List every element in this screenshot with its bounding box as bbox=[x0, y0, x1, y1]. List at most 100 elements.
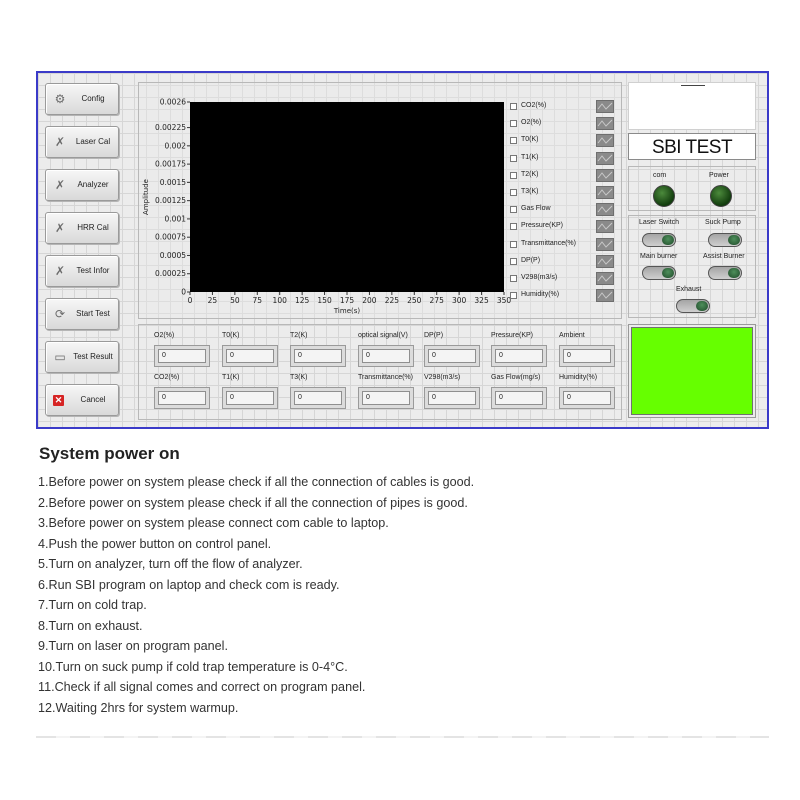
legend-label: Humidity(%) bbox=[521, 291, 560, 299]
legend-checkbox[interactable] bbox=[510, 171, 517, 179]
y-tick-label: 0.0005 bbox=[160, 251, 186, 260]
x-axis-label: Time(s) bbox=[333, 307, 361, 315]
x-tick-label: 25 bbox=[208, 296, 218, 305]
exhaust-label: Exhaust bbox=[676, 286, 702, 293]
line-style-icon[interactable] bbox=[596, 289, 614, 303]
readout: T3(K)0 bbox=[290, 374, 348, 409]
assist-burner-toggle[interactable] bbox=[708, 266, 742, 280]
legend-label: Pressure(KP) bbox=[521, 222, 564, 230]
readout: T0(K)0 bbox=[222, 332, 280, 367]
legend-label: T0(K) bbox=[521, 136, 539, 144]
x-tick-label: 150 bbox=[317, 296, 332, 305]
legend-checkbox[interactable] bbox=[510, 206, 517, 214]
readout-frame: 0 bbox=[491, 387, 547, 409]
readout: T2(K)0 bbox=[290, 332, 348, 367]
laser-switch-toggle[interactable] bbox=[642, 233, 676, 247]
readout-value[interactable]: 0 bbox=[563, 391, 611, 405]
readout-value[interactable]: 0 bbox=[563, 349, 611, 363]
button-label: Start Test bbox=[76, 309, 110, 318]
line-style-icon[interactable] bbox=[596, 117, 614, 131]
main-burner-label: Main burner bbox=[640, 253, 678, 260]
legend-checkbox[interactable] bbox=[510, 103, 517, 110]
y-tick-label: 0.00025 bbox=[155, 269, 186, 278]
instruction-step: 7.Turn on cold trap. bbox=[38, 598, 147, 612]
line-style-icon[interactable] bbox=[596, 237, 614, 251]
y-tick-label: 0.0015 bbox=[160, 178, 186, 187]
test-result-button[interactable]: ▭Test Result bbox=[45, 341, 119, 373]
readout-frame: 0 bbox=[559, 345, 615, 367]
readout-value[interactable]: 0 bbox=[294, 349, 342, 363]
readout-label: O2(%) bbox=[154, 332, 175, 339]
line-style-icon[interactable] bbox=[596, 186, 614, 199]
line-style-icon[interactable] bbox=[596, 272, 614, 285]
readout: DP(P) 0 bbox=[424, 332, 482, 367]
readout: Humidity(%) 0 bbox=[559, 374, 617, 409]
readout-value[interactable]: 0 bbox=[158, 349, 206, 363]
instruction-step: 9.Turn on laser on program panel. bbox=[38, 639, 228, 653]
line-style-icon[interactable] bbox=[596, 220, 614, 234]
readout-label: DP(P) bbox=[424, 332, 444, 339]
legend-checkbox[interactable] bbox=[510, 223, 517, 231]
readout-label: Humidity(%) bbox=[559, 374, 598, 381]
x-tick-label: 125 bbox=[295, 296, 310, 305]
laser-cal-button[interactable]: ✗Laser Cal bbox=[45, 126, 119, 158]
readout-value[interactable]: 0 bbox=[362, 391, 410, 405]
readout-value[interactable]: 0 bbox=[362, 349, 410, 363]
readout-value[interactable]: 0 bbox=[495, 391, 543, 405]
readout-label: CO2(%) bbox=[154, 374, 180, 381]
x-tick-label: 350 bbox=[497, 296, 512, 305]
start-test-button[interactable]: ⟳Start Test bbox=[45, 298, 119, 330]
line-style-icon[interactable] bbox=[596, 203, 614, 217]
legend-checkbox[interactable] bbox=[510, 189, 517, 196]
analyzer-button[interactable]: ✗Analyzer bbox=[45, 169, 119, 201]
section-title: System power on bbox=[39, 444, 180, 463]
assist-burner-label: Assist Burner bbox=[703, 253, 745, 260]
legend-label: DP(P) bbox=[521, 256, 541, 264]
button-label: Test Infor bbox=[76, 266, 110, 275]
legend-label: CO2(%) bbox=[521, 102, 547, 109]
instruction-step: 4.Push the power button on control panel… bbox=[38, 536, 272, 551]
config-button[interactable]: ⚙Config bbox=[45, 83, 119, 115]
line-style-icon[interactable] bbox=[596, 254, 614, 268]
readout-value[interactable]: 0 bbox=[428, 391, 476, 405]
hrr-cal-button[interactable]: ✗HRR Cal bbox=[45, 212, 119, 244]
readout-frame: 0 bbox=[424, 345, 480, 367]
readout: V298(m3/s)0 bbox=[424, 374, 482, 409]
y-tick-label: 0.00225 bbox=[155, 123, 186, 132]
amplitude-chart: 00.000250.00050.000750.0010.001250.00150… bbox=[142, 98, 512, 316]
readout-value[interactable]: 0 bbox=[226, 391, 274, 405]
legend-checkbox[interactable] bbox=[510, 240, 517, 248]
cancel-button[interactable]: ✕Cancel bbox=[45, 384, 119, 416]
suck-pump-toggle[interactable] bbox=[708, 233, 742, 247]
legend-checkbox[interactable] bbox=[510, 120, 517, 128]
readout-frame: 0 bbox=[290, 345, 346, 367]
main-burner-toggle[interactable] bbox=[642, 266, 676, 280]
readout-value[interactable]: 0 bbox=[495, 349, 543, 363]
line-style-icon[interactable] bbox=[596, 100, 614, 113]
x-tick-label: 0 bbox=[188, 296, 193, 305]
legend-checkbox[interactable] bbox=[510, 292, 517, 300]
legend-checkbox[interactable] bbox=[510, 137, 517, 145]
toggle-knob bbox=[662, 268, 674, 278]
legend-checkbox[interactable] bbox=[510, 257, 517, 265]
exhaust-toggle[interactable] bbox=[676, 299, 710, 313]
legend-item: T3(K) bbox=[510, 186, 618, 200]
readout-frame: 0 bbox=[154, 345, 210, 367]
readout-value[interactable]: 0 bbox=[294, 391, 342, 405]
readout-value[interactable]: 0 bbox=[158, 391, 206, 405]
legend-label: O2(%) bbox=[521, 119, 542, 127]
line-style-icon[interactable] bbox=[596, 151, 614, 165]
line-style-icon[interactable] bbox=[596, 134, 614, 148]
readout-value[interactable]: 0 bbox=[226, 349, 274, 363]
legend-checkbox[interactable] bbox=[510, 275, 517, 282]
x-tick-label: 100 bbox=[273, 296, 288, 305]
readout-frame: 0 bbox=[358, 345, 414, 367]
line-style-icon[interactable] bbox=[596, 168, 614, 182]
test-infor-button[interactable]: ✗Test Infor bbox=[45, 255, 119, 287]
instruction-list: 1.Before power on system please check if… bbox=[38, 475, 474, 721]
legend-checkbox[interactable] bbox=[510, 154, 517, 162]
readout-value[interactable]: 0 bbox=[428, 349, 476, 363]
button-label: HRR Cal bbox=[77, 223, 109, 232]
blank-display bbox=[628, 82, 756, 130]
x-tick-label: 175 bbox=[340, 296, 355, 305]
